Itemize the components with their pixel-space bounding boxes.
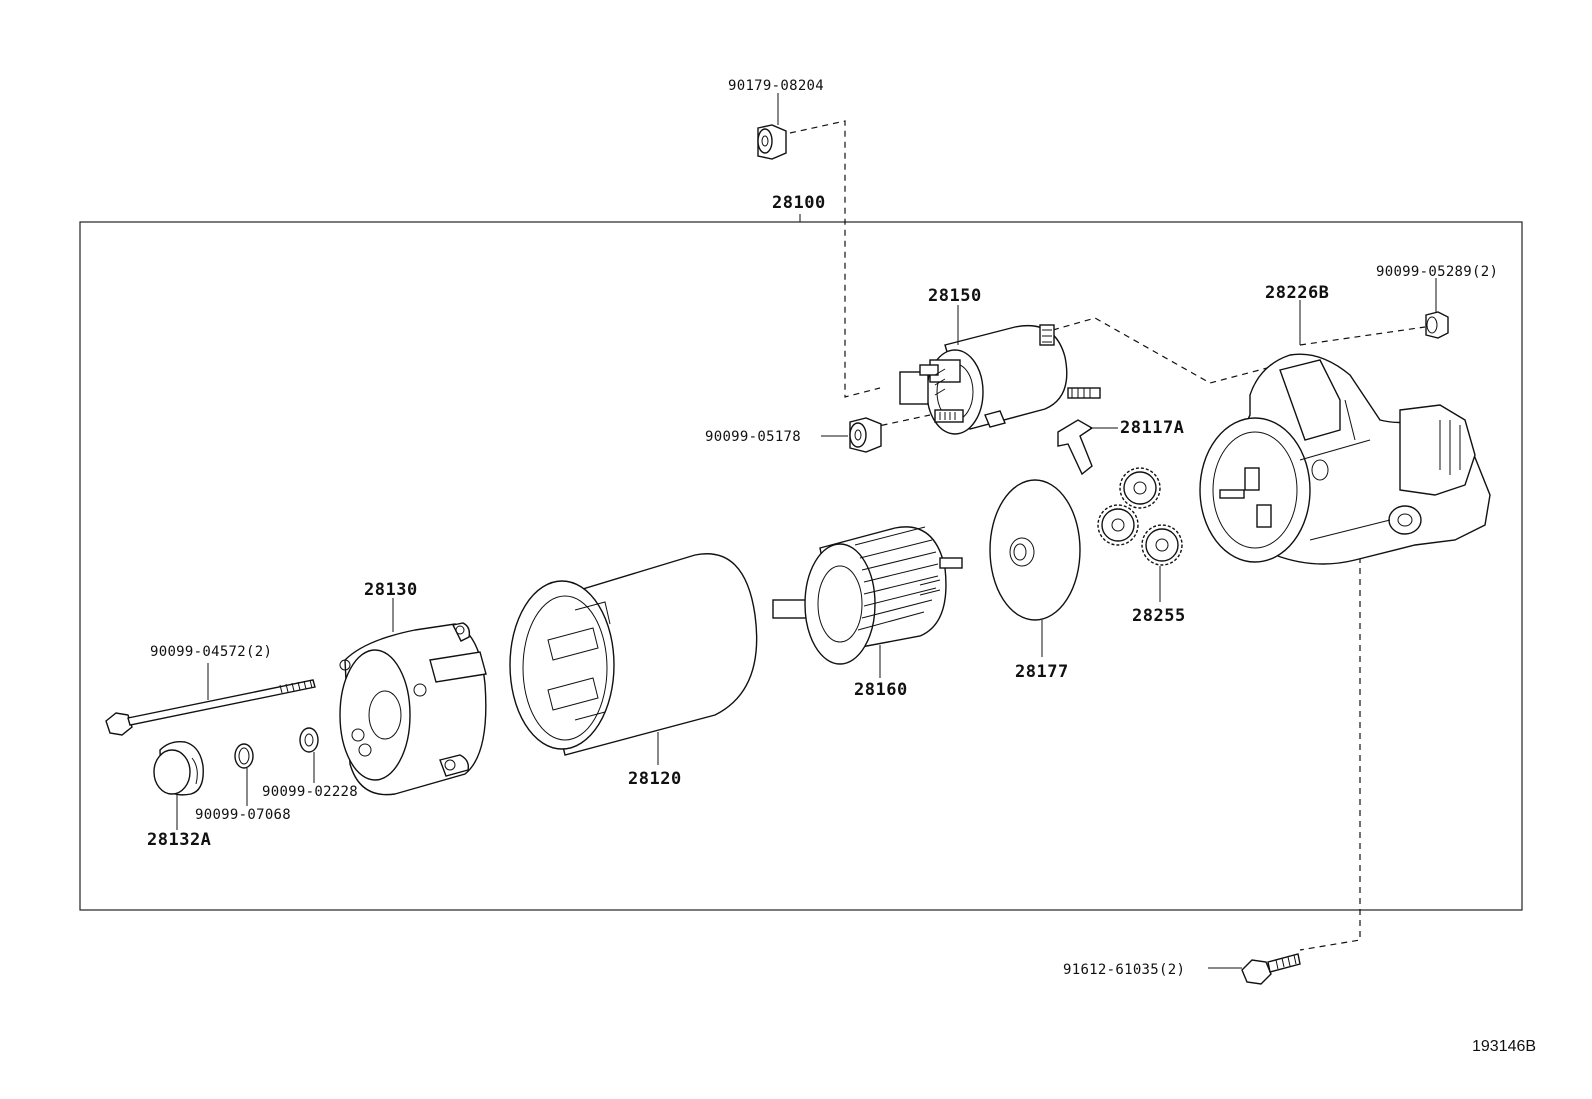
nut-90099-05289 [1425,311,1449,339]
label-28132A: 28132A [147,830,211,850]
bolt-91612-61035 [1241,953,1301,985]
cap-28132A [153,740,204,796]
solenoid-28150 [899,324,1101,435]
yoke-28120 [509,553,758,756]
label-90099-05178: 90099-05178 [705,429,801,445]
label-28255: 28255 [1132,606,1186,626]
label-28130: 28130 [364,580,418,600]
assembly-frame [79,221,1523,911]
plate-28177 [989,479,1081,621]
housing-28226B [1199,353,1491,565]
label-90099-07068: 90099-07068 [195,807,291,823]
label-28120: 28120 [628,769,682,789]
armature-28160 [772,526,963,665]
lever-28117A [1057,419,1094,476]
label-91612-61035: 91612-61035(2) [1063,962,1185,978]
label-28117A: 28117A [1120,418,1184,438]
label-28160: 28160 [854,680,908,700]
washer-90099-02228 [299,727,319,753]
ring-90099-07068 [234,743,254,769]
label-28150: 28150 [928,286,982,306]
label-28226B: 28226B [1265,283,1329,303]
end-frame-28130 [339,622,487,796]
nut-90099-05178 [849,417,882,453]
bolt-90099-04572 [105,679,316,736]
label-28100: 28100 [772,193,826,213]
label-90099-05289: 90099-05289(2) [1376,264,1498,280]
label-90099-02228: 90099-02228 [262,784,358,800]
label-90179-08204: 90179-08204 [728,78,824,94]
figure-id: 193146B [1472,1038,1536,1055]
label-90099-04572: 90099-04572(2) [150,644,272,660]
nut-90179-08204 [757,124,787,160]
label-28177: 28177 [1015,662,1069,682]
gears-28255 [1097,467,1183,566]
